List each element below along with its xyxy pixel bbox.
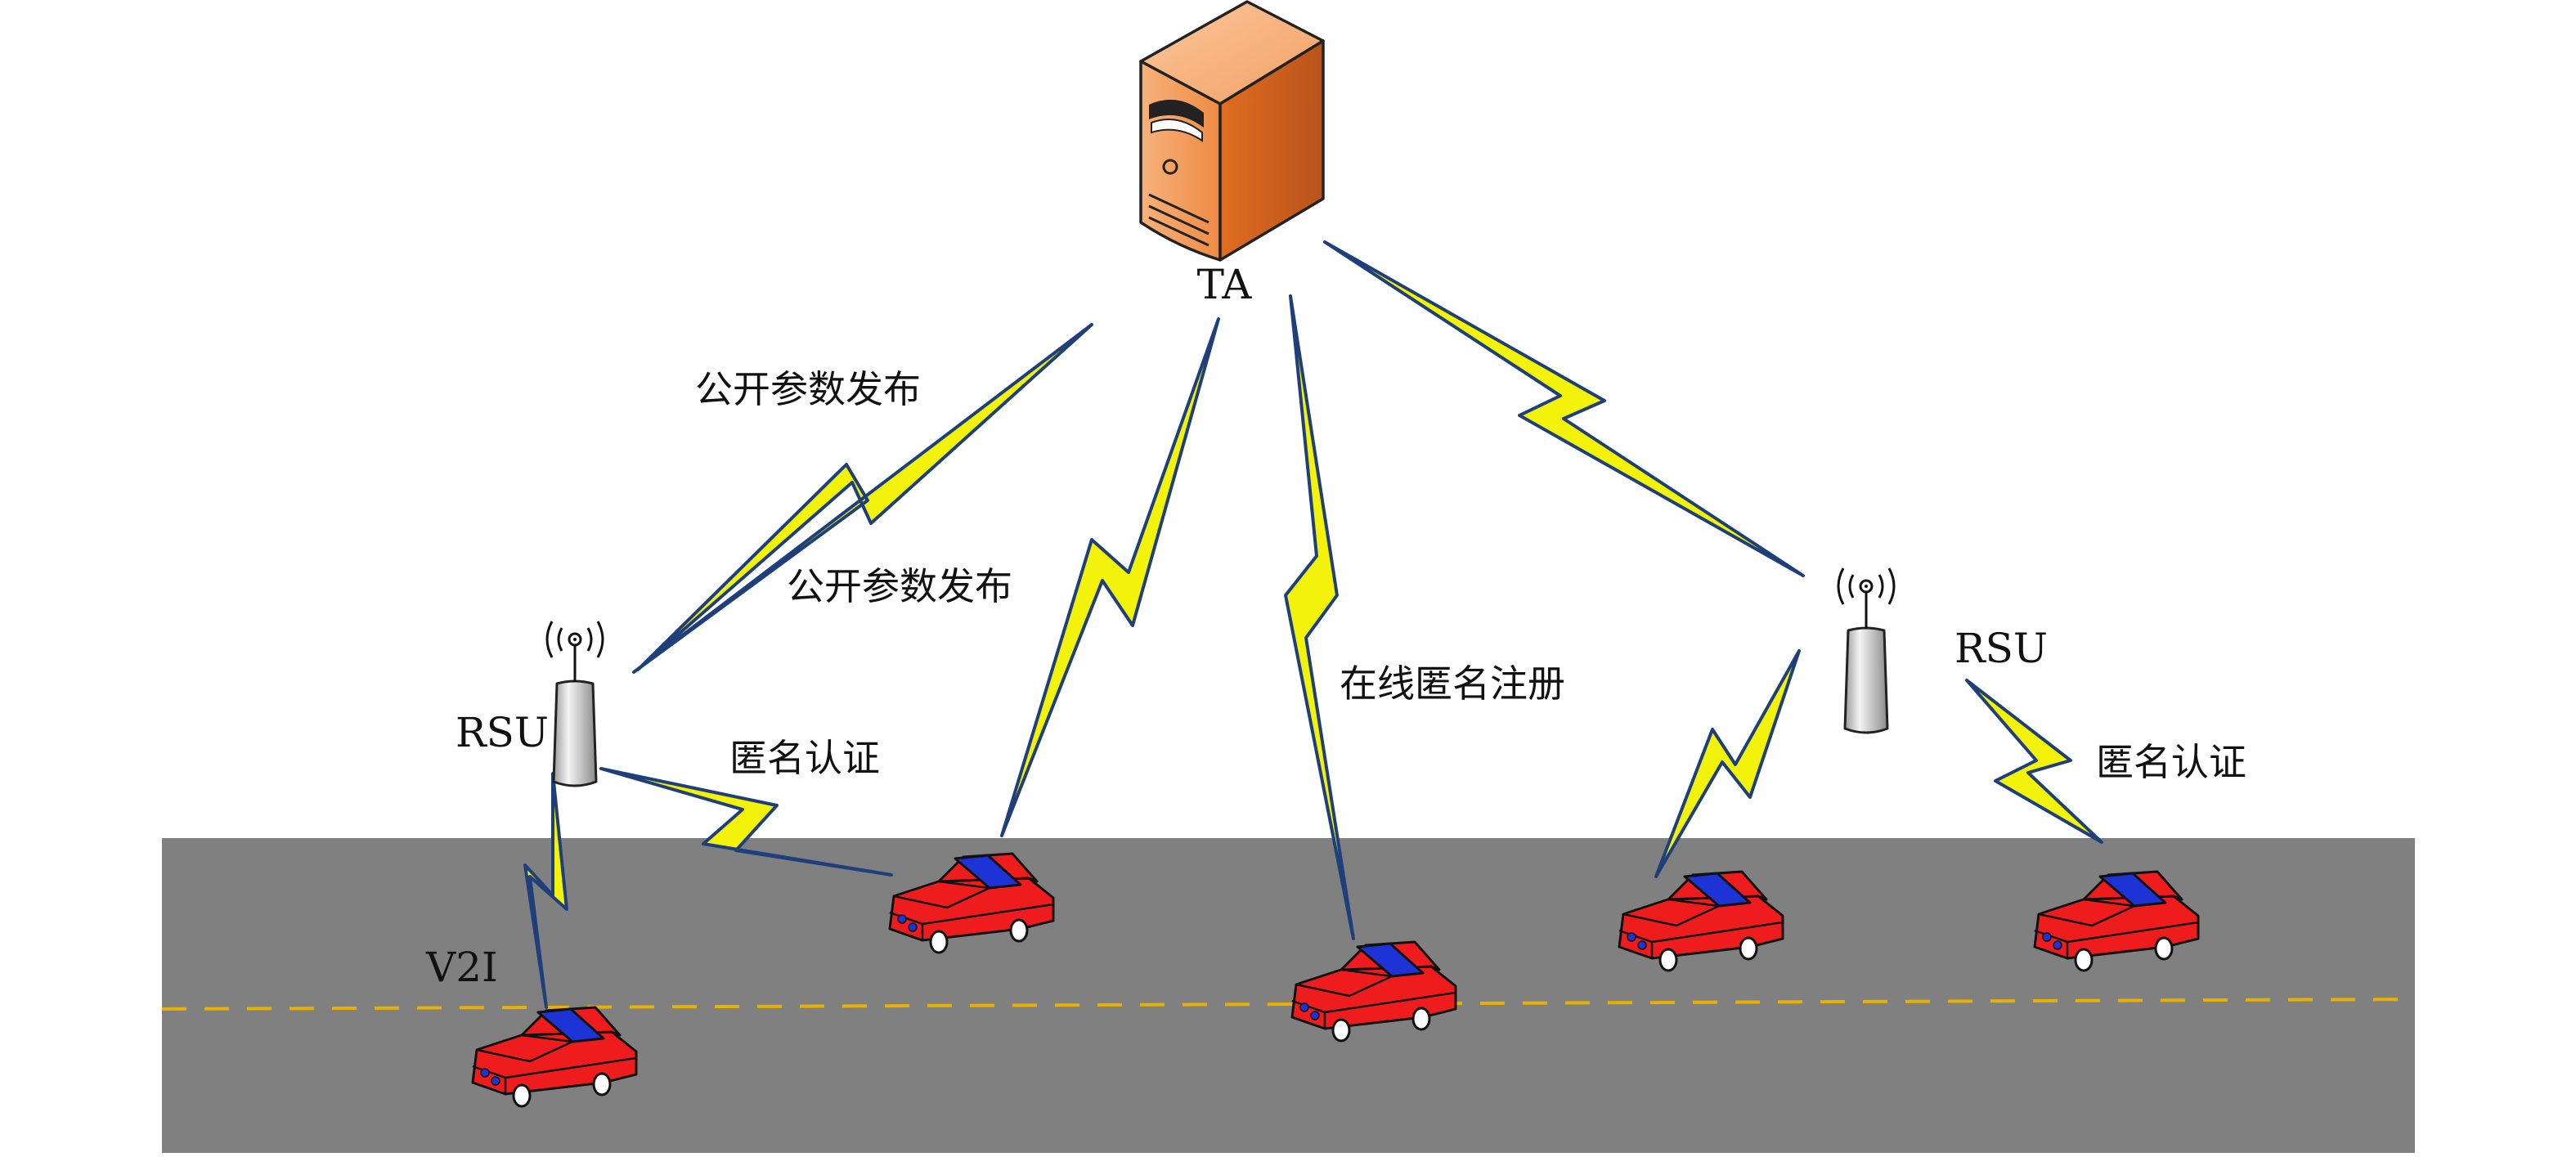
road	[162, 838, 2415, 1153]
label-anon-auth-right: 匿名认证	[2096, 740, 2246, 784]
bolt-ta-to-rsu-right	[1323, 240, 1805, 577]
server-icon	[1139, 0, 1325, 262]
bolt-ta-to-car-3	[1284, 294, 1355, 940]
lane-divider	[161, 998, 2416, 1011]
link-bolts	[523, 240, 2103, 1009]
label-anon-auth-left: 匿名认证	[729, 736, 880, 780]
bolt-rsu-right-to-car-4	[1654, 649, 1801, 878]
bolt-rsu-right-to-car-5	[1965, 679, 2103, 844]
bolt-ta-to-car-2	[1000, 317, 1220, 837]
label-online-anon-register: 在线匿名注册	[1340, 661, 1565, 706]
ta-label: TA	[1197, 261, 1253, 308]
rsu-tower-icon	[1837, 567, 1896, 734]
rsu-left-label: RSU	[456, 709, 549, 756]
label-v2i: V2I	[425, 944, 498, 991]
rsu-right-label: RSU	[1954, 625, 2048, 672]
label-publish-params-2: 公开参数发布	[787, 564, 1012, 608]
bolt-rsu-left-to-car-2	[599, 767, 893, 877]
label-publish-params-1: 公开参数发布	[695, 367, 921, 411]
rsu-tower-icon	[545, 620, 604, 787]
bolt-rsu-left-to-ta	[632, 323, 1093, 674]
bolt-rsu-left-to-car-1	[523, 772, 568, 1009]
